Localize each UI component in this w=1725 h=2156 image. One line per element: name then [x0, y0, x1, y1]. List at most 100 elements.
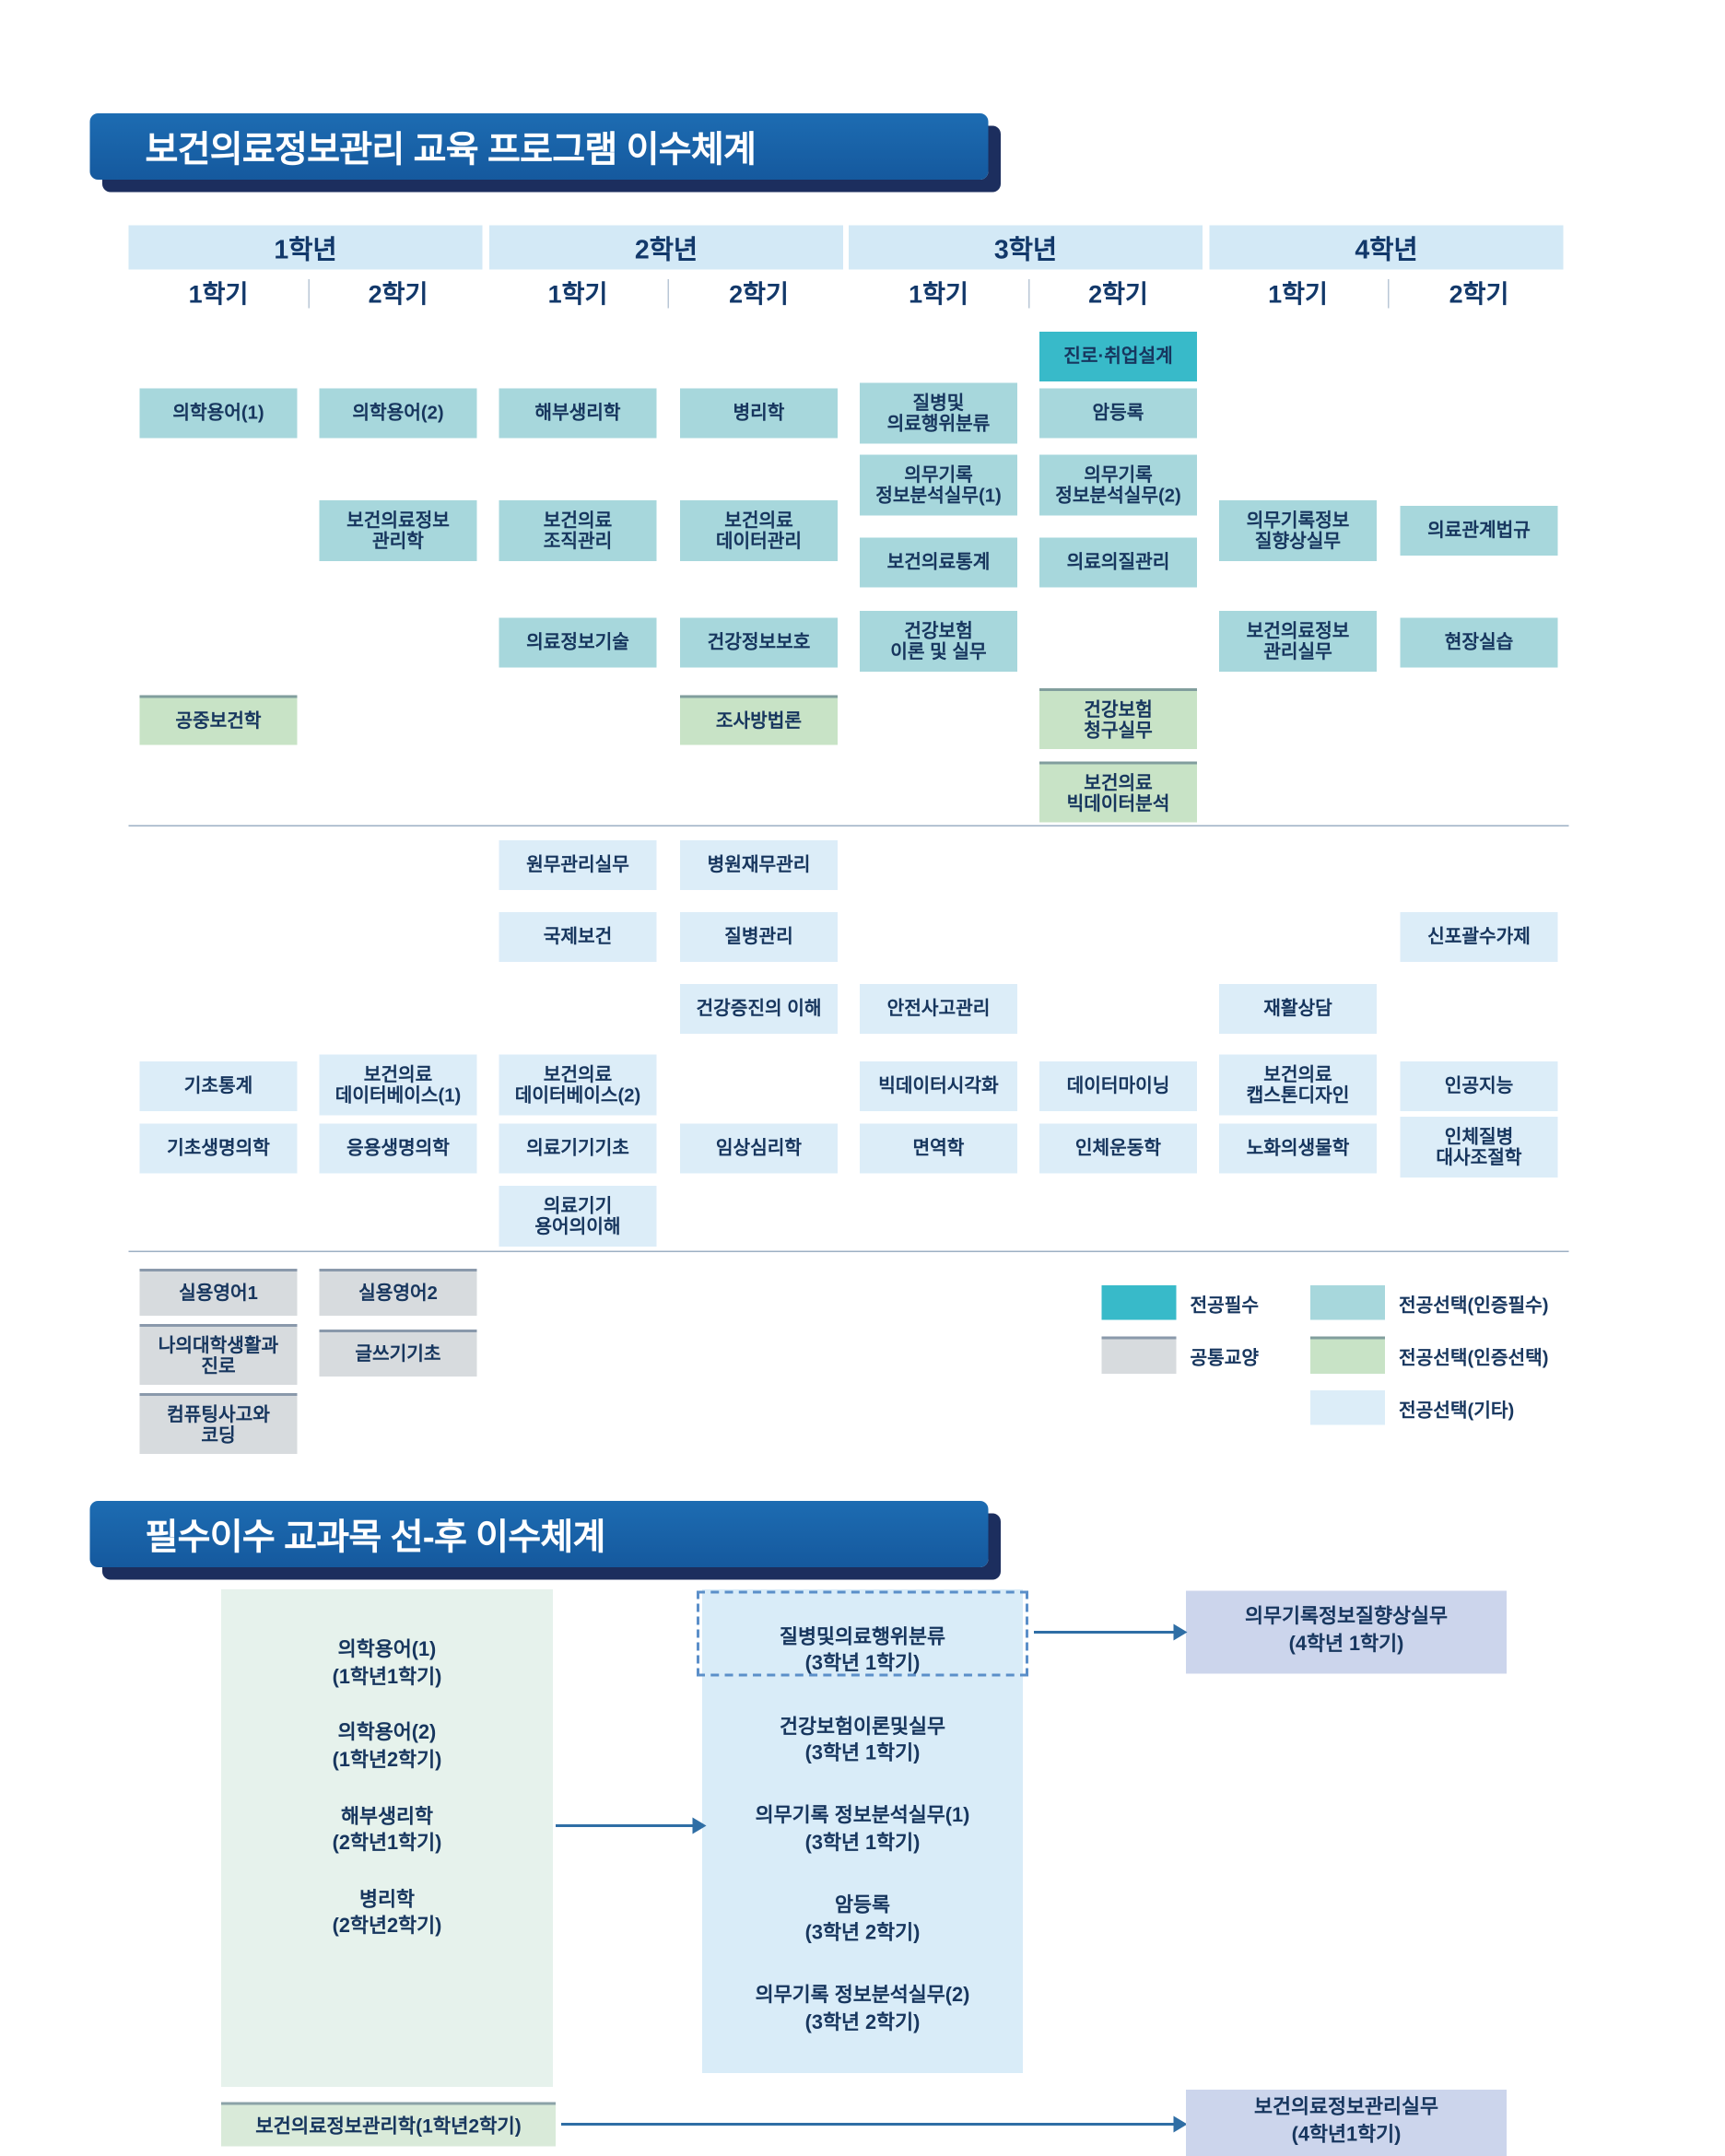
course-box: 실용영어1: [139, 1269, 298, 1316]
legend-label: 전공선택(인증필수): [1399, 1294, 1549, 1316]
semester-label: 2학기: [729, 280, 789, 309]
flow-course-item: 암등록 (3학년 2학기): [804, 1894, 921, 1945]
flow-course-item: 의학용어(2) (1학년2학기): [332, 1722, 442, 1772]
legend-label: 전공필수: [1190, 1294, 1260, 1316]
legend-right-column: 전공선택(인증필수) 전공선택(인증선택) 전공선택(기타): [1310, 1285, 1549, 1425]
semester-label: 2학기: [368, 280, 428, 309]
flow-course-item: 의학용어(1) (1학년1학기): [332, 1639, 442, 1689]
section-divider-line: [128, 1250, 1569, 1252]
flow-course-item: 질병및의료행위분류 (3학년 1학기): [779, 1626, 946, 1676]
legend-swatch-general: [1101, 1336, 1177, 1374]
semester-label: 1학기: [909, 280, 968, 309]
semester-label: 1학기: [547, 280, 608, 309]
course-box: 의료기기 용어의이해: [499, 1186, 657, 1247]
course-box: 인체질병 대사조절학: [1400, 1117, 1558, 1178]
course-box: 건강보험 청구실무: [1039, 688, 1197, 749]
course-box: 기초통계: [139, 1061, 298, 1111]
course-box: 의무기록 정보분석실무(1): [860, 454, 1017, 516]
course-box: 인체운동학: [1039, 1123, 1197, 1174]
legend-label: 전공선택(기타): [1399, 1399, 1515, 1421]
course-box: 의학용어(2): [319, 388, 477, 439]
legend-label: 전공선택(인증선택): [1399, 1346, 1549, 1368]
course-box: 보건의료 데이터베이스(1): [319, 1054, 477, 1116]
course-box: 건강증진의 이해: [680, 984, 838, 1034]
course-box: 암등록: [1039, 388, 1197, 439]
flow-target-group-box: 질병및의료행위분류 (3학년 1학기) 건강보험이론및실무 (3학년 1학기) 의무…: [702, 1589, 1023, 2073]
flow-dashed-highlight-box: [697, 1590, 1028, 1677]
prerequisite-title-bar: 필수이수 교과목 선-후 이수체계: [89, 1501, 989, 1567]
flow-arrow-bottom: [561, 2115, 1188, 2133]
legend-item: 전공선택(인증선택): [1310, 1336, 1549, 1374]
legend-swatch-required: [1101, 1285, 1177, 1320]
legend-item: 전공선택(인증필수): [1310, 1285, 1549, 1320]
semester-label: 2학기: [1449, 280, 1509, 309]
flow-arrow-mid-to-right: [1034, 1623, 1188, 1641]
course-box: 안전사고관리: [860, 984, 1017, 1034]
year-header-2: 2학년: [489, 225, 843, 270]
course-box: 인공지능: [1400, 1061, 1558, 1111]
semester-divider: [667, 279, 669, 309]
course-box: 병원재무관리: [680, 840, 838, 890]
course-box: 글쓰기기초: [319, 1330, 477, 1377]
prerequisite-title: 필수이수 교과목 선-후 이수체계: [145, 1515, 606, 1557]
year-header-3: 3학년: [849, 225, 1203, 270]
course-box: 의학용어(1): [139, 388, 298, 439]
flow-arrow-left-to-mid: [556, 1817, 707, 1834]
course-box: 건강보험 이론 및 실무: [860, 611, 1017, 672]
course-box: 응용생명의학: [319, 1123, 477, 1174]
course-box: 건강정보보호: [680, 617, 838, 668]
course-box: 보건의료 조직관리: [499, 500, 657, 561]
legend-label: 공통교양: [1190, 1346, 1260, 1368]
year-header-1: 1학년: [128, 225, 483, 270]
course-box: 의료정보기술: [499, 617, 657, 668]
legend-swatch-elective-etc: [1310, 1390, 1385, 1425]
semester-label: 1학기: [188, 280, 249, 309]
year-header-4: 4학년: [1209, 225, 1564, 270]
course-box: 현장실습: [1400, 617, 1558, 668]
legend-swatch-cert-elective: [1310, 1336, 1385, 1374]
course-box: 의료기기기초: [499, 1123, 657, 1174]
legend-swatch-cert-required: [1310, 1285, 1385, 1320]
course-box: 의무기록정보 질향상실무: [1219, 500, 1377, 561]
legend-item: 공통교양: [1101, 1336, 1260, 1374]
course-box: 공중보건학: [139, 695, 298, 745]
course-box: 보건의료 캡스톤디자인: [1219, 1054, 1377, 1116]
flow-result-box-top: 의무기록정보질향상실무 (4학년 1학기): [1186, 1590, 1507, 1674]
course-box: 조사방법론: [680, 695, 838, 745]
course-box: 의무기록 정보분석실무(2): [1039, 454, 1197, 516]
course-box: 면역학: [860, 1123, 1017, 1174]
course-box: 보건의료 데이터관리: [680, 500, 838, 561]
program-title-bar: 보건의료정보관리 교육 프로그램 이수체계: [89, 113, 989, 180]
course-box: 의료관계법규: [1400, 506, 1558, 556]
semester-divider: [1388, 279, 1390, 309]
program-title: 보건의료정보관리 교육 프로그램 이수체계: [145, 127, 757, 170]
course-box: 국제보건: [499, 912, 657, 962]
semester-divider: [1028, 279, 1030, 309]
course-box: 실용영어2: [319, 1269, 477, 1316]
flow-course-item: 건강보험이론및실무 (3학년 1학기): [779, 1716, 946, 1765]
course-box: 재활상담: [1219, 984, 1377, 1034]
course-box: 데이터마이닝: [1039, 1061, 1197, 1111]
course-box: 병리학: [680, 388, 838, 439]
course-box: 노화의생물학: [1219, 1123, 1377, 1174]
course-box: 질병관리: [680, 912, 838, 962]
course-box: 보건의료정보 관리실무: [1219, 611, 1377, 672]
semester-label: 2학기: [1088, 280, 1148, 309]
flow-course-item: 의무기록 정보분석실무(2) (3학년 2학기): [755, 1985, 970, 2034]
course-box: 빅데이터시각화: [860, 1061, 1017, 1111]
flow-course-item: 의무기록 정보분석실무(1) (3학년 1학기): [755, 1805, 970, 1855]
course-box: 원무관리실무: [499, 840, 657, 890]
course-box: 보건의료 데이터베이스(2): [499, 1054, 657, 1116]
flow-result-box-bottom: 보건의료정보관리실무 (4학년1학기): [1186, 2090, 1507, 2156]
legend-left-column: 전공필수 공통교양: [1101, 1285, 1260, 1374]
course-box: 의료의질관리: [1039, 537, 1197, 588]
course-box: 질병및 의료행위분류: [860, 382, 1017, 444]
flow-course-item: 해부생리학 (2학년1학기): [332, 1805, 442, 1856]
course-box: 보건의료 빅데이터분석: [1039, 761, 1197, 823]
course-box: 임상심리학: [680, 1123, 838, 1174]
course-box: 나의대학생활과 진로: [139, 1324, 298, 1385]
flow-bottom-source-box: 보건의료정보관리학(1학년2학기): [221, 2102, 556, 2147]
semester-divider: [308, 279, 310, 309]
course-box: 컴퓨팅사고와 코딩: [139, 1393, 298, 1454]
